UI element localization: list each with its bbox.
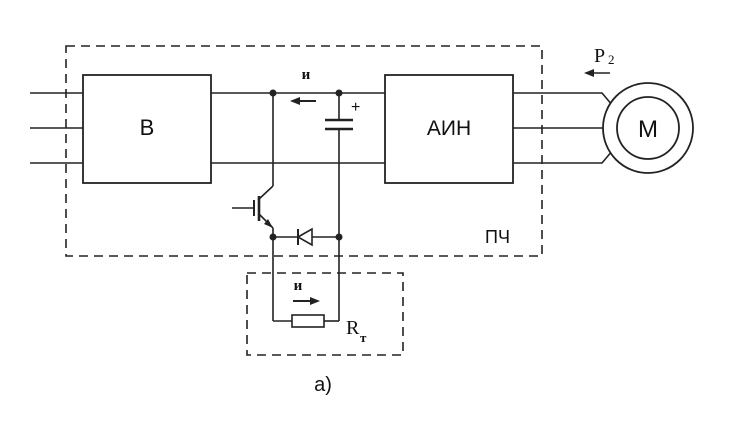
rectifier-block xyxy=(82,74,212,184)
current-label-bottom: и xyxy=(294,278,303,294)
inverter-block xyxy=(384,74,514,184)
brake-module-boundary xyxy=(246,272,404,356)
inverter-label: АИН xyxy=(427,117,471,140)
motor-inner-ring xyxy=(616,96,680,160)
diode-icon xyxy=(296,227,313,247)
brake-resistor-loop xyxy=(272,237,340,322)
transistor-emitter-arrow-icon xyxy=(264,219,273,228)
resistor-subscript: т xyxy=(360,330,367,345)
resistor-label: R xyxy=(346,317,360,339)
power-arrow-head-icon xyxy=(584,69,594,77)
converter-boundary xyxy=(65,45,543,257)
power-subscript: 2 xyxy=(608,52,615,67)
converter-label: ПЧ xyxy=(485,227,510,247)
current-arrow-bottom-icon xyxy=(310,297,320,305)
capacitor-branch xyxy=(325,93,353,237)
power-label: P xyxy=(594,45,605,67)
input-lines xyxy=(30,92,83,164)
figure-caption: а) xyxy=(314,374,332,396)
resistor-icon xyxy=(291,314,325,328)
motor-label: М xyxy=(638,116,658,143)
capacitor-polarity: + xyxy=(351,99,360,116)
dc-bus xyxy=(211,92,385,164)
current-arrow-top-icon xyxy=(290,97,300,105)
current-label-top: и xyxy=(302,67,311,83)
rectifier-label: В xyxy=(140,115,155,140)
transistor-branch xyxy=(232,93,274,237)
